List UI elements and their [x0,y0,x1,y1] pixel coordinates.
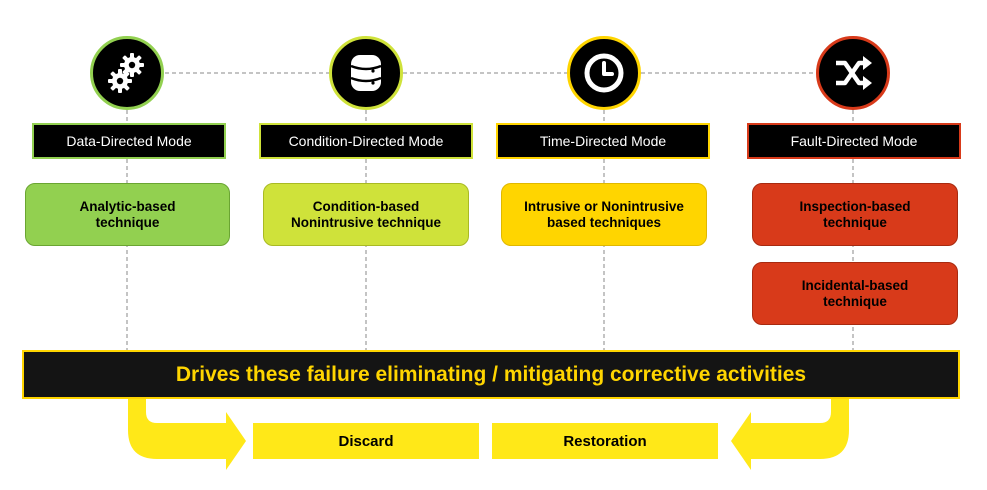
corrective-activities-banner: Drives these failure eliminating / mitig… [22,350,960,399]
mode-label-time: Time-Directed Mode [496,123,710,159]
gears-icon [90,36,164,110]
technique-intrusive: Intrusive or Nonintrusive based techniqu… [501,183,707,246]
technique-inspection: Inspection-based technique [752,183,958,246]
database-icon [329,36,403,110]
clock-icon [567,36,641,110]
technique-analytic: Analytic-based technique [25,183,230,246]
technique-condition: Condition-based Nonintrusive technique [263,183,469,246]
mode-label-fault: Fault-Directed Mode [747,123,961,159]
mode-label-condition: Condition-Directed Mode [259,123,473,159]
technique-incidental: Incidental-based technique [752,262,958,325]
left-arrow [128,399,246,470]
shuffle-icon [816,36,890,110]
activity-restoration: Restoration [492,423,718,459]
right-arrow [731,399,849,470]
activity-discard: Discard [253,423,479,459]
mode-label-data: Data-Directed Mode [32,123,226,159]
